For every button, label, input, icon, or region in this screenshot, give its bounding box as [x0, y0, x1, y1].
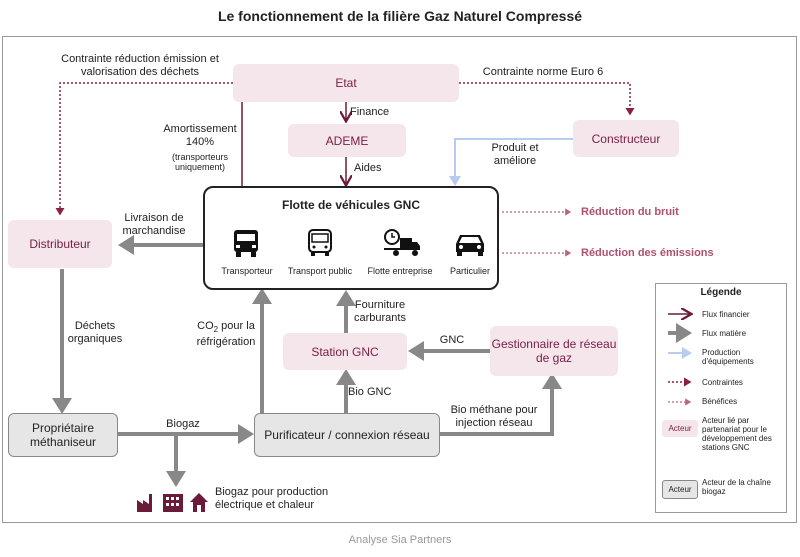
- footer-source: Analyse Sia Partners: [348, 534, 452, 546]
- legend-item-benefices: Bénéfices: [702, 397, 738, 406]
- car-icon: [456, 235, 484, 256]
- diagram-frame: [2, 36, 797, 523]
- vehicle-label-particulier: Particulier: [449, 266, 490, 276]
- legend-swatches: [668, 306, 696, 406]
- legend-item-flux-matiere: Flux matière: [702, 329, 747, 338]
- label-bio-gnc: Bio GNC: [348, 386, 392, 398]
- fleet-title: Flotte de véhicules GNC: [281, 198, 421, 212]
- node-gestionnaire: Gestionnaire de réseau de gaz: [490, 326, 618, 376]
- diagram-title: Le fonctionnement de la filière Gaz Natu…: [217, 8, 583, 24]
- label-bio-methane: Bio méthane pour injection réseau: [450, 404, 538, 429]
- legend: Légende Flux financier Flux matière Prod…: [655, 283, 787, 513]
- node-ademe: ADEME: [288, 124, 406, 157]
- truck-icon: [234, 230, 258, 257]
- label-contrainte-euro: Contrainte norme Euro 6: [482, 66, 604, 78]
- legend-item-production: Production d'équipements: [702, 348, 754, 366]
- label-produit: Produit et améliore: [491, 142, 539, 167]
- label-finance: Finance: [350, 106, 390, 118]
- label-co2-pre: CO: [197, 320, 214, 332]
- legend-item-flux-financier: Flux financier: [702, 310, 750, 319]
- label-contrainte-reduction: Contrainte réduction émission et valoris…: [61, 53, 219, 78]
- label-gnc: GNC: [439, 334, 465, 346]
- benefit-reduction-emissions: Réduction des émissions: [581, 247, 714, 259]
- label-fourniture: Fourniture carburants: [354, 299, 406, 324]
- legend-swatch-partner: Acteur: [662, 420, 698, 437]
- van-icon: [384, 229, 420, 256]
- bus-icon: [308, 229, 332, 256]
- factory-icon: [137, 494, 152, 512]
- legend-swatch-chain: Acteur: [662, 480, 698, 499]
- node-station-gnc: Station GNC: [283, 333, 407, 370]
- biogaz-output-icons: [137, 493, 208, 512]
- label-amortissement-note: (transporteurs uniquement): [171, 152, 229, 172]
- legend-title: Légende: [700, 287, 742, 298]
- benefit-reduction-bruit: Réduction du bruit: [581, 206, 679, 218]
- building-icon: [163, 494, 183, 512]
- label-livraison: Livraison de marchandise: [122, 212, 186, 237]
- node-proprietaire: Propriétaire méthaniseur: [8, 413, 118, 457]
- legend-item-partner: Acteur lié par partenariat pour le dével…: [702, 416, 772, 452]
- flow-constructeur-fleet: [449, 138, 573, 186]
- node-fleet: Flotte de véhicules GNC Transporteur Tra…: [203, 186, 499, 290]
- label-aides: Aides: [354, 162, 382, 174]
- node-distributeur: Distributeur: [8, 220, 112, 268]
- node-purificateur: Purificateur / connexion réseau: [254, 413, 440, 457]
- label-co2-post: pour la réfrigération: [196, 320, 256, 349]
- node-constructeur: Constructeur: [573, 120, 679, 157]
- vehicle-label-transport-public: Transport public: [287, 266, 353, 276]
- label-biogaz-production: Biogaz pour production électrique et cha…: [215, 486, 329, 511]
- house-icon: [190, 493, 208, 512]
- legend-item-chain: Acteur de la chaîne biogaz: [702, 478, 771, 496]
- legend-item-contraintes: Contraintes: [702, 378, 743, 387]
- constraint-etat-distributeur: [55, 82, 233, 216]
- vehicle-label-flotte-entreprise: Flotte entreprise: [367, 266, 433, 276]
- label-co2-sub: 2: [213, 325, 219, 335]
- label-amortissement: Amortissement 140%: [163, 123, 237, 148]
- flow-purificateur-gestionnaire: [439, 373, 562, 436]
- label-co2: CO2 pour la réfrigération: [190, 320, 262, 349]
- vehicle-label-transporteur: Transporteur: [221, 266, 273, 276]
- node-etat: Etat: [233, 64, 459, 102]
- label-dechets: Déchets organiques: [67, 320, 123, 345]
- constraint-etat-constructeur: [459, 82, 635, 116]
- label-biogaz: Biogaz: [166, 418, 200, 430]
